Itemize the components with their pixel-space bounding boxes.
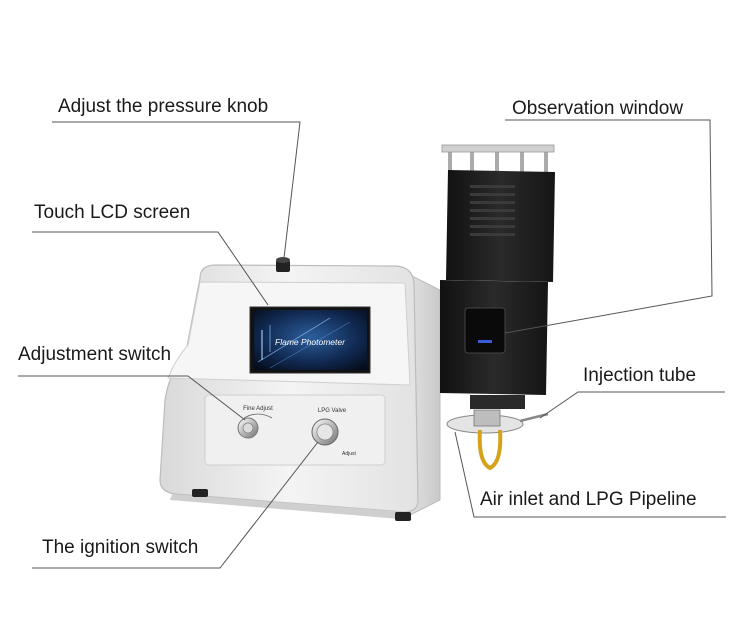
fine-adjust-label: Fine Adjust <box>243 406 273 412</box>
leader-observation-window <box>504 119 713 334</box>
lpg-valve-label: LPG Valve <box>318 408 347 414</box>
foot-left <box>192 489 208 497</box>
observation-window <box>464 307 506 354</box>
vent-slots <box>470 185 515 236</box>
foot-right <box>395 512 411 521</box>
leader-injection-tube <box>539 391 725 419</box>
leader-ignition-switch <box>32 441 319 569</box>
touch-lcd-screen: Flame Photometer <box>249 306 371 374</box>
leader-air-inlet <box>454 431 726 518</box>
lpg-pipeline <box>477 429 503 471</box>
leader-touch-screen <box>32 231 269 306</box>
pressure-knob <box>276 257 290 272</box>
burner-tower <box>440 144 555 471</box>
leader-pressure-knob <box>52 121 301 259</box>
leader-lines <box>18 119 726 569</box>
leader-adjustment-switch <box>18 375 246 421</box>
label-ignition-switch: The ignition switch <box>42 537 199 558</box>
label-touch-screen: Touch LCD screen <box>34 202 191 223</box>
instrument-body <box>159 264 441 521</box>
label-adjustment-switch: Adjustment switch <box>18 344 172 365</box>
fine-adjust-switch: Fine Adjust <box>237 406 273 439</box>
label-observation-window: Observation window <box>512 98 684 119</box>
adjust-mark-label: Adjust <box>342 451 357 457</box>
screen-title: Flame Photometer <box>275 337 346 347</box>
label-pressure-knob: Adjust the pressure knob <box>58 96 269 117</box>
ignition-knob: LPG Valve Adjust <box>311 408 357 457</box>
label-injection-tube: Injection tube <box>583 365 697 386</box>
window-indicator <box>478 340 492 343</box>
label-air-inlet: Air inlet and LPG Pipeline <box>480 489 697 510</box>
